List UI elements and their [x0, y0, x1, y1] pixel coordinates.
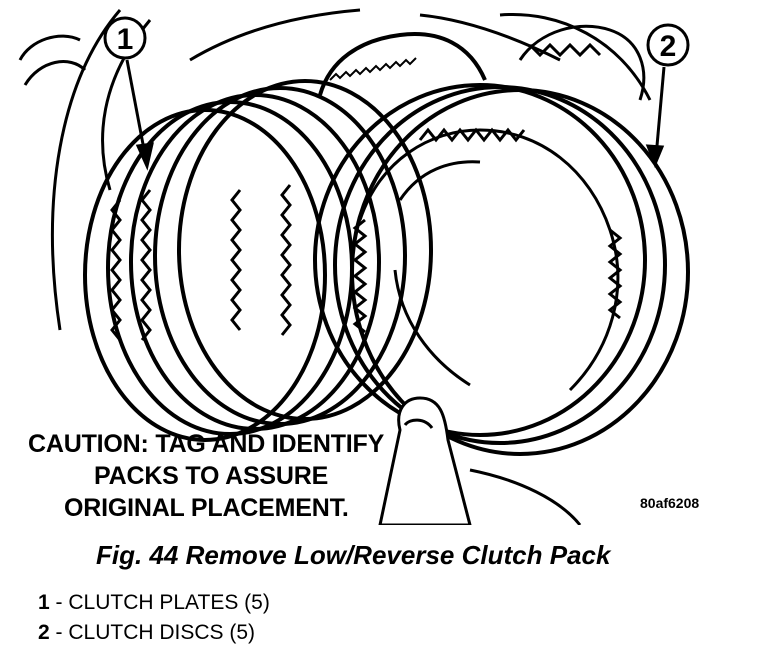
legend-item: 1 - CLUTCH PLATES (5) — [38, 588, 270, 618]
legend-text: - CLUTCH DISCS (5) — [49, 621, 256, 644]
housing-top — [189, 8, 561, 62]
caution-note: CAUTION: TAG AND IDENTIFY PACKS TO ASSUR… — [28, 428, 428, 524]
caution-line-1: CAUTION: TAG AND IDENTIFY — [28, 430, 385, 458]
callout-2-number: 2 — [660, 30, 677, 63]
legend-number: 1 — [38, 591, 50, 614]
figure-caption: Fig. 44 Remove Low/Reverse Clutch Pack — [96, 540, 611, 570]
upper-gear — [518, 24, 646, 101]
callout-1-arrowhead — [135, 142, 154, 171]
figure-id: 80af6208 — [640, 495, 700, 511]
housing-outline — [51, 9, 152, 331]
caution-line-2: PACKS TO ASSURE — [94, 462, 329, 490]
center-hub — [318, 32, 487, 96]
callout-2-arrowhead — [645, 144, 665, 169]
right-plates-stack — [313, 83, 690, 456]
callout-2-circle — [646, 23, 690, 67]
legend-item: 2 - CLUTCH DISCS (5) — [38, 618, 270, 648]
legend-text: - CLUTCH PLATES (5) — [49, 591, 270, 614]
caution-line-3: ORIGINAL PLACEMENT. — [64, 494, 349, 522]
callout-1-arrow — [125, 59, 148, 161]
hand-finger — [378, 396, 582, 525]
housing-circle — [18, 34, 87, 86]
clutch-discs-teeth — [110, 184, 292, 341]
center-hub-splines — [329, 57, 417, 81]
legend: 1 - CLUTCH PLATES (5) 2 - CLUTCH DISCS (… — [38, 588, 270, 648]
callout-2-arrow — [654, 66, 666, 158]
clutch-pack-illustration: 1 2 — [18, 8, 690, 525]
housing-right — [499, 12, 652, 101]
right-discs-splines — [352, 127, 623, 392]
callout-1-circle — [103, 16, 147, 60]
legend-number: 2 — [38, 621, 50, 644]
callout-1-number: 1 — [117, 23, 134, 56]
